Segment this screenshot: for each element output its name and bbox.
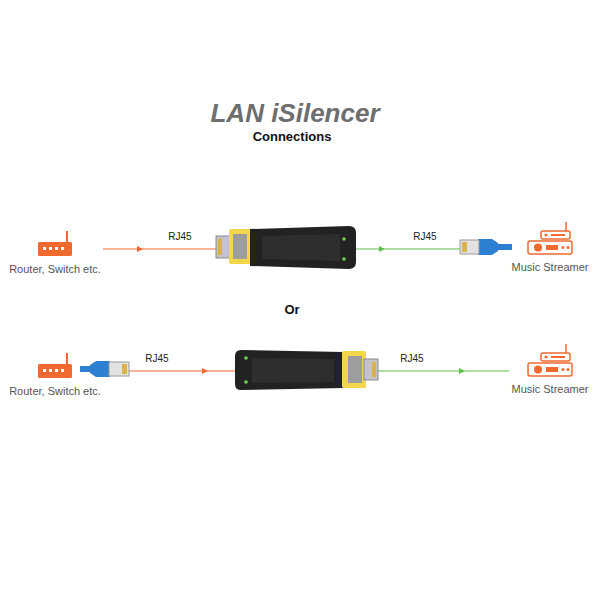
arrow-head xyxy=(459,368,465,374)
router-body xyxy=(38,364,72,378)
router-node: Router, Switch etc. xyxy=(7,228,103,276)
router-node: Router, Switch etc. xyxy=(7,350,103,398)
streamer-node: Music Streamer xyxy=(509,342,591,396)
router-body xyxy=(38,242,72,256)
isilencer-device-part xyxy=(229,229,252,264)
isilencer-device-part xyxy=(252,358,334,383)
edge-label: RJ45 xyxy=(143,353,170,365)
isilencer-device-part xyxy=(233,234,247,259)
streamer-knob xyxy=(534,366,542,374)
isilencer-device xyxy=(216,226,356,269)
node-label: Router, Switch etc. xyxy=(7,385,103,398)
edge-label: RJ45 xyxy=(166,231,193,243)
ethernet-plug-part xyxy=(90,361,110,377)
isilencer-device-part xyxy=(372,362,376,377)
router-icon xyxy=(35,350,75,380)
streamer-body xyxy=(528,241,572,254)
router-port xyxy=(43,369,46,372)
isilencer-device xyxy=(235,350,378,390)
isilencer-device-part xyxy=(250,226,356,269)
isilencer-device-part xyxy=(262,234,340,261)
isilencer-device-part xyxy=(244,356,248,360)
router-port xyxy=(43,247,46,250)
ethernet-plug xyxy=(80,361,129,377)
port-label: RJ45 xyxy=(398,353,425,365)
streamer-icon xyxy=(526,342,574,378)
isilencer-device-part xyxy=(244,380,248,384)
streamer-button xyxy=(567,368,570,371)
port-label: RJ45 xyxy=(411,231,438,243)
arrow-head xyxy=(379,246,385,252)
streamer-led xyxy=(544,233,547,236)
streamer-top xyxy=(541,353,570,361)
streamer-button xyxy=(562,246,565,249)
ethernet-plug-part xyxy=(478,239,498,255)
streamer-led xyxy=(544,355,547,358)
router-port xyxy=(55,369,58,372)
router-port xyxy=(49,369,52,372)
router-icon xyxy=(35,228,75,258)
streamer-button xyxy=(562,368,565,371)
streamer-icon xyxy=(526,220,574,256)
streamer-button xyxy=(567,246,570,249)
node-label: Music Streamer xyxy=(509,383,591,396)
streamer-antenna xyxy=(565,344,567,353)
router-port xyxy=(55,247,58,250)
subtitle: Connections xyxy=(253,129,332,145)
streamer-display xyxy=(546,367,558,372)
streamer-display xyxy=(551,356,565,358)
streamer-top xyxy=(541,231,570,239)
ethernet-plug-part xyxy=(460,240,479,254)
ethernet-plug-part xyxy=(109,362,129,376)
streamer-node: Music Streamer xyxy=(509,220,591,274)
isilencer-device-part xyxy=(218,239,222,255)
diagram-title: LAN iSilencer xyxy=(210,98,379,128)
isilencer-device-part xyxy=(342,237,346,241)
node-label: Music Streamer xyxy=(509,261,591,274)
router-port xyxy=(49,247,52,250)
ethernet-plug-part xyxy=(462,242,467,252)
ethernet-plug-part xyxy=(496,244,512,250)
streamer-body xyxy=(528,363,572,376)
streamer-antenna xyxy=(565,222,567,231)
arrow-head xyxy=(202,368,208,374)
node-label: Router, Switch etc. xyxy=(7,263,103,276)
streamer-display xyxy=(546,245,558,250)
router-antenna xyxy=(66,231,68,242)
isilencer-device-part xyxy=(342,351,366,388)
isilencer-device-part xyxy=(342,257,346,261)
ethernet-plug xyxy=(460,239,512,255)
arrow-head xyxy=(137,246,143,252)
separator-text: Or xyxy=(284,302,299,318)
router-port xyxy=(61,247,64,250)
ethernet-plug-part xyxy=(122,364,127,374)
isilencer-device-part xyxy=(348,356,362,383)
streamer-display xyxy=(551,234,565,236)
streamer-knob xyxy=(534,244,542,252)
isilencer-device-part xyxy=(364,359,378,380)
router-port xyxy=(61,369,64,372)
router-antenna xyxy=(66,353,68,364)
isilencer-device-part xyxy=(235,350,343,390)
